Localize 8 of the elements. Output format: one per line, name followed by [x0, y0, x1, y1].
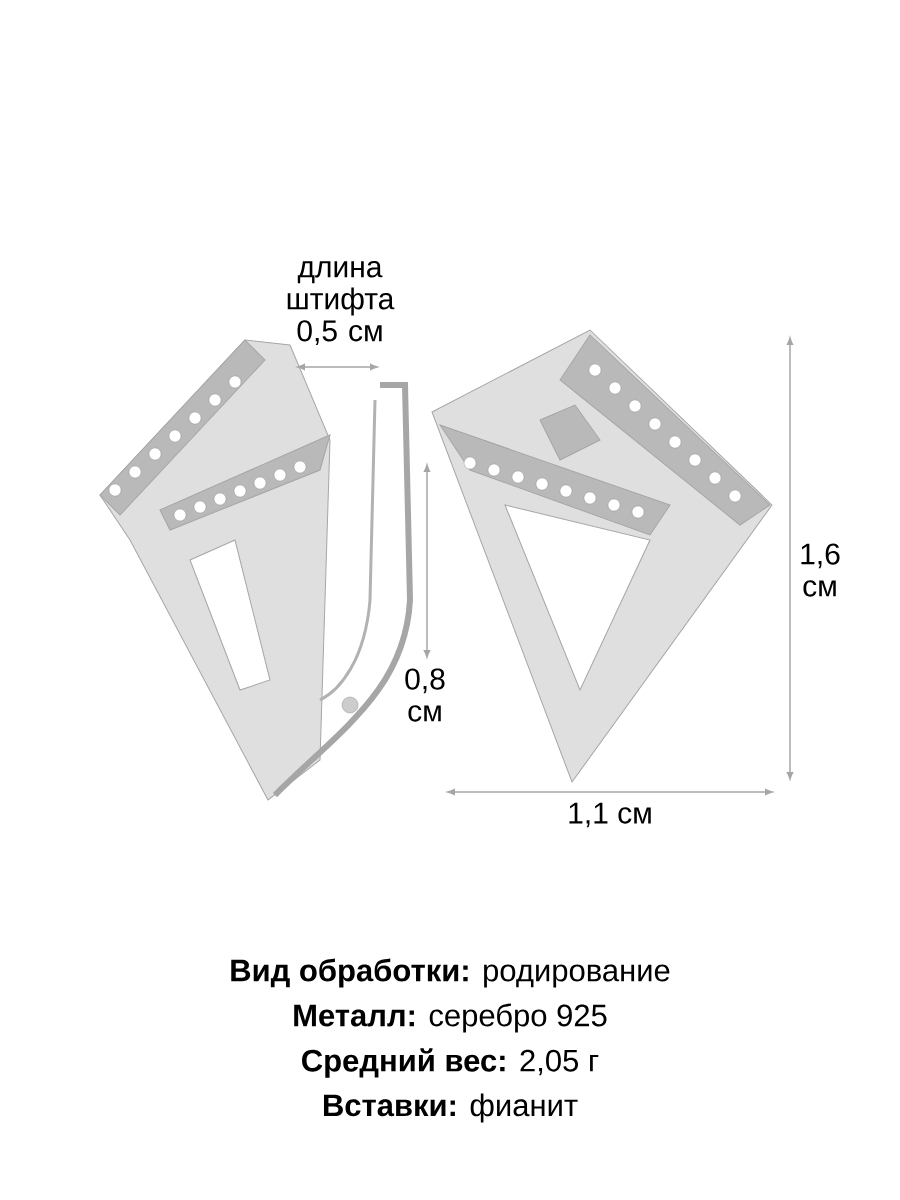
spec-line: Вставки: фианит [324, 1093, 578, 1123]
dimension-label: 0,8 см [405, 668, 445, 722]
spec-line: Металл: серебро 925 [294, 1003, 607, 1033]
dimension-label: 1,6 см [801, 543, 840, 597]
dimension-label: 1,1 см [569, 802, 651, 828]
dimension-label: длина штифта 0,5 см [287, 261, 395, 345]
spec-line: Средний вес: 2,05 г [302, 1048, 599, 1078]
spec-line: Вид обработки: родирование [231, 958, 670, 988]
